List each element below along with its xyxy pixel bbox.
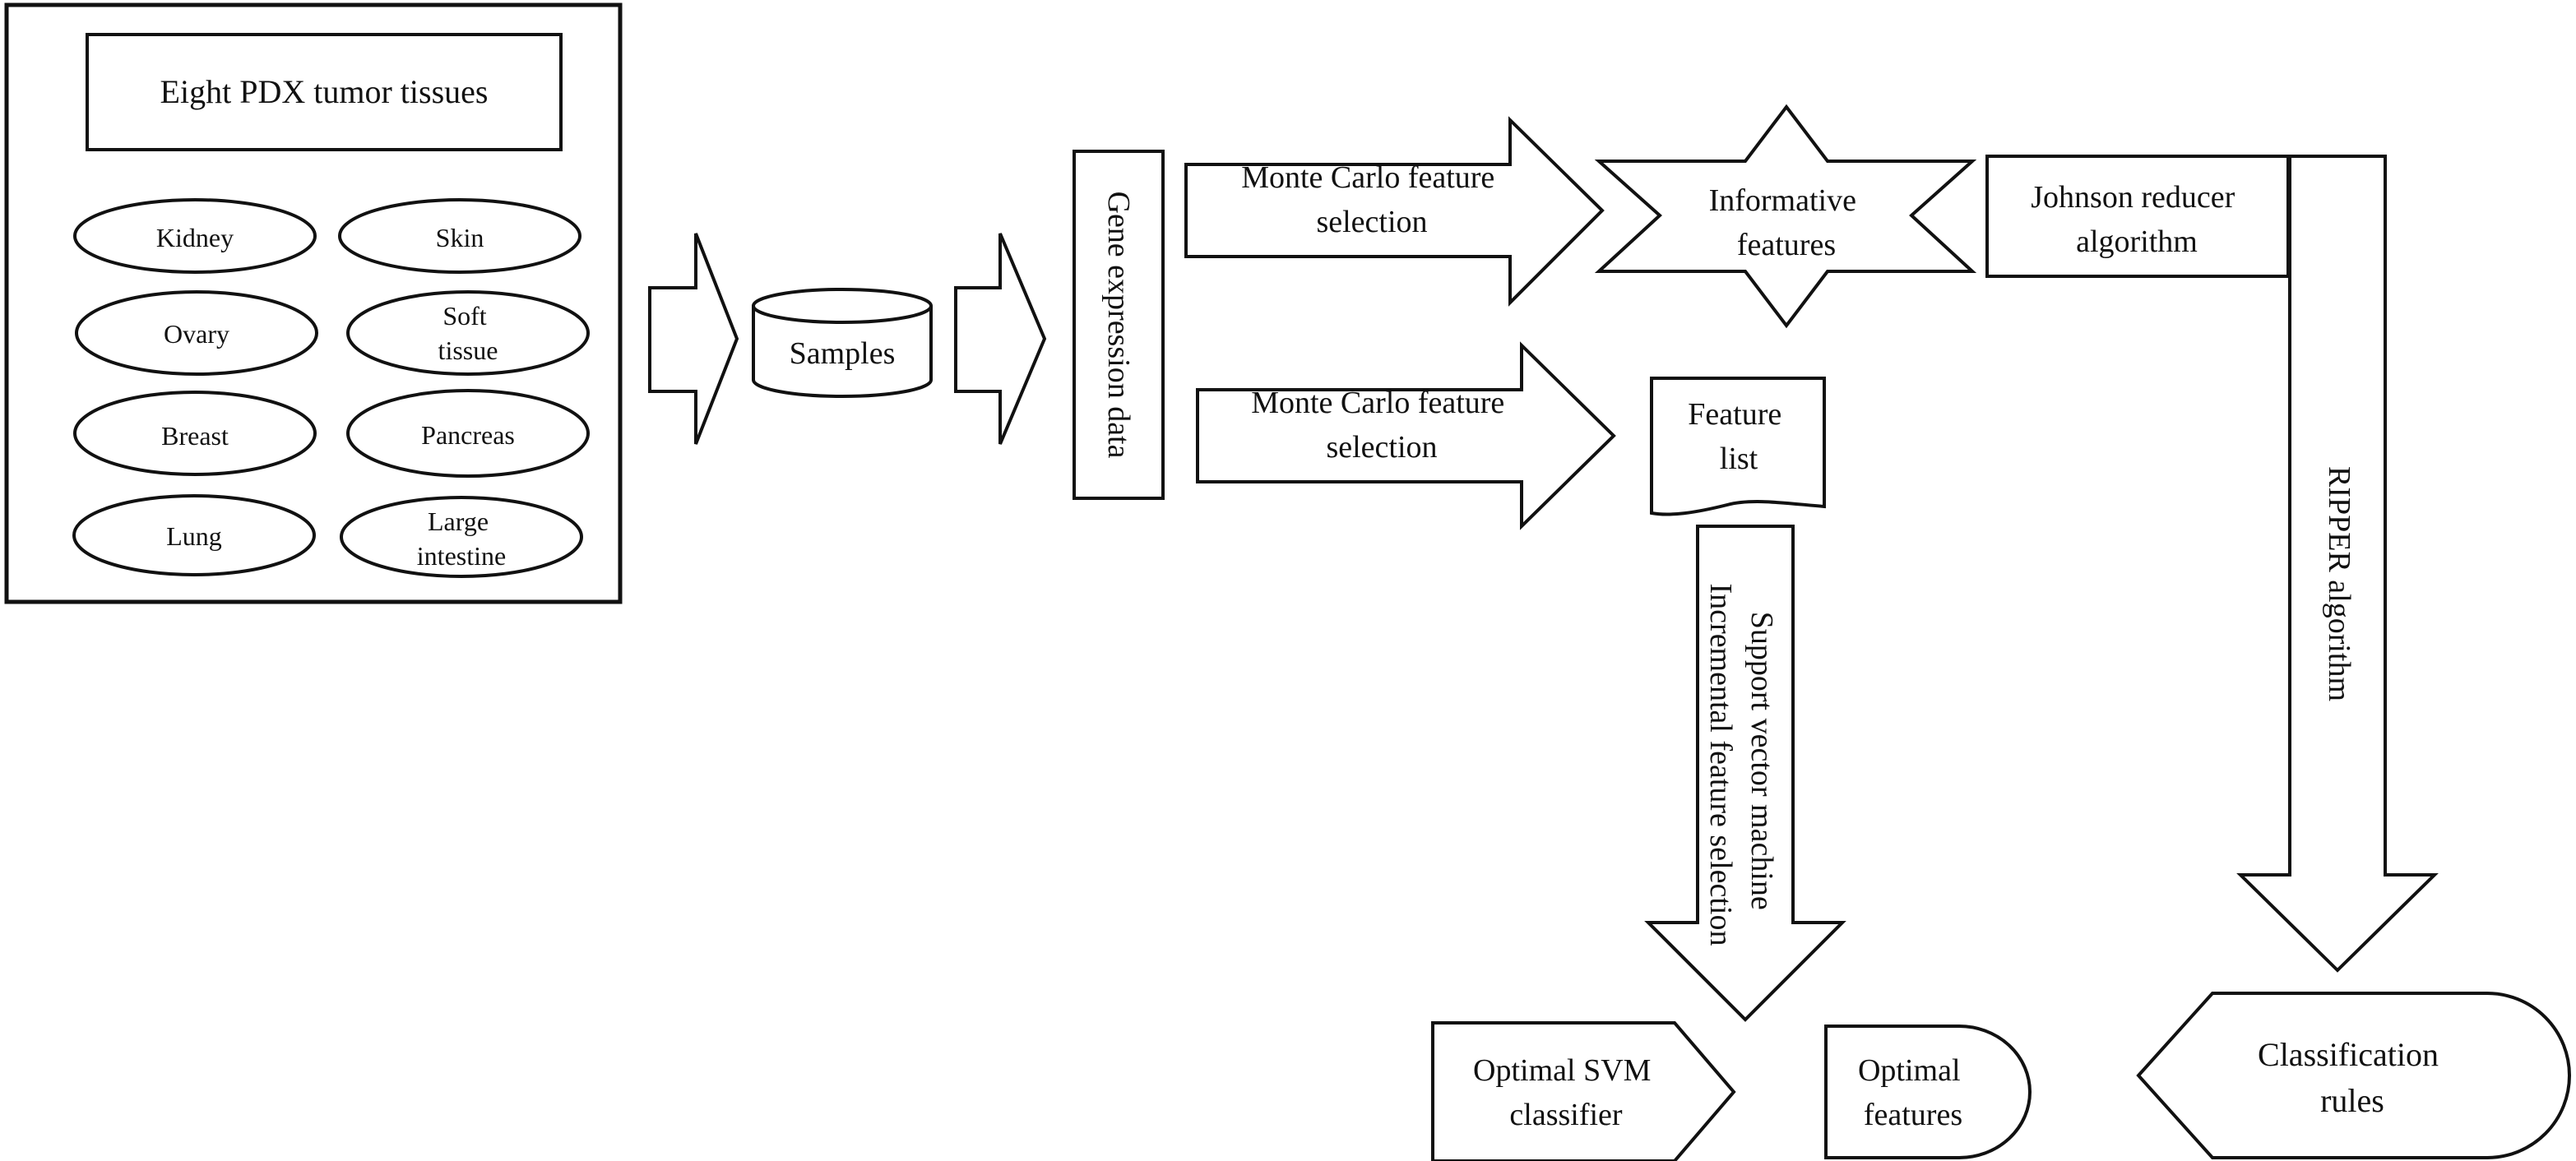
feature-list-line-1: Feature bbox=[1688, 397, 1781, 432]
feature-list-label: Feature list bbox=[1688, 397, 1789, 476]
ripper-arrow bbox=[2236, 155, 2439, 973]
tissue-soft-tissue bbox=[346, 290, 590, 376]
tissue-breast bbox=[73, 391, 317, 476]
large-intestine-line-1: Large bbox=[428, 506, 489, 536]
classification-rules-shape bbox=[2136, 992, 2571, 1159]
optimal-features-line-2: features bbox=[1864, 1098, 1962, 1132]
classification-rules-label: Classification rules bbox=[2258, 1036, 2447, 1119]
monte-carlo-upper-arrow bbox=[1184, 116, 1605, 307]
johnson-reducer-box bbox=[1985, 155, 2290, 278]
informative-features-label: Informative features bbox=[1709, 183, 1865, 262]
johnson-reducer-line-2: algorithm bbox=[2076, 224, 2198, 259]
feature-list-document bbox=[1650, 377, 1826, 516]
ripper-label: RIPPER algorithm bbox=[2322, 466, 2356, 701]
monte-carlo-lower-line-1: Monte Carlo feature bbox=[1251, 386, 1504, 420]
tissue-lung bbox=[72, 494, 316, 576]
gene-expression-label: Gene expression data bbox=[1101, 192, 1136, 459]
svm-ifs-label: Support vector machine Incremental featu… bbox=[1703, 584, 1779, 946]
svm-ifs-line-1: Support vector machine bbox=[1744, 612, 1779, 910]
soft-tissue-line-1: Soft bbox=[442, 301, 486, 331]
tissue-lung-label: Lung bbox=[166, 521, 222, 551]
optimal-features-label: Optimal features bbox=[1858, 1053, 1968, 1132]
soft-tissue-line-2: tissue bbox=[438, 335, 498, 365]
tissue-skin bbox=[338, 198, 581, 274]
monte-carlo-lower-line-2: selection bbox=[1326, 430, 1437, 465]
panel-to-samples-arrow bbox=[648, 233, 739, 445]
monte-carlo-upper-label: Monte Carlo feature selection bbox=[1241, 160, 1503, 239]
optimal-svm-line-1: Optimal SVM bbox=[1473, 1053, 1651, 1088]
informative-features-line-1: Informative bbox=[1709, 183, 1856, 218]
classification-rules-line-1: Classification bbox=[2258, 1036, 2439, 1073]
monte-carlo-upper-line-2: selection bbox=[1316, 205, 1427, 239]
tissue-kidney bbox=[73, 198, 317, 274]
tissue-skin-label: Skin bbox=[436, 223, 484, 252]
tissue-breast-label: Breast bbox=[161, 421, 229, 451]
feature-list-line-2: list bbox=[1720, 442, 1758, 476]
samples-cylinder bbox=[752, 288, 933, 398]
optimal-features-line-1: Optimal bbox=[1858, 1053, 1961, 1088]
optimal-svm-label: Optimal SVM classifier bbox=[1473, 1053, 1659, 1132]
monte-carlo-lower-label: Monte Carlo feature selection bbox=[1251, 386, 1513, 465]
tissue-soft-tissue-label: Soft tissue bbox=[438, 301, 498, 365]
optimal-features-shape bbox=[1824, 1025, 2032, 1159]
monte-carlo-lower-arrow bbox=[1196, 341, 1616, 530]
gene-expression-box bbox=[1073, 150, 1165, 500]
johnson-reducer-label: Johnson reducer algorithm bbox=[2031, 180, 2242, 259]
classification-rules-line-2: rules bbox=[2320, 1082, 2384, 1119]
tissue-pancreas-label: Pancreas bbox=[421, 420, 515, 450]
svm-ifs-arrow bbox=[1644, 525, 1846, 1022]
monte-carlo-upper-line-1: Monte Carlo feature bbox=[1241, 160, 1494, 195]
tissue-large-intestine bbox=[340, 496, 583, 578]
samples-label: Samples bbox=[790, 336, 896, 371]
panel-title-box bbox=[86, 33, 563, 151]
tissue-kidney-label: Kidney bbox=[156, 223, 234, 252]
panel-title: Eight PDX tumor tissues bbox=[160, 73, 489, 110]
tissue-pancreas bbox=[346, 389, 590, 478]
johnson-reducer-line-1: Johnson reducer bbox=[2031, 180, 2235, 215]
optimal-svm-shape bbox=[1431, 1021, 1736, 1161]
tissue-ovary-label: Ovary bbox=[164, 319, 229, 349]
tissue-large-intestine-label: Large intestine bbox=[417, 506, 506, 571]
optimal-svm-line-2: classifier bbox=[1509, 1098, 1623, 1132]
svm-ifs-line-2: Incremental feature selection bbox=[1703, 584, 1738, 946]
informative-features-star bbox=[1594, 104, 1977, 329]
samples-to-gene-arrow bbox=[954, 233, 1047, 445]
informative-features-line-2: features bbox=[1737, 228, 1836, 262]
tissue-ovary bbox=[75, 290, 318, 376]
large-intestine-line-2: intestine bbox=[417, 541, 506, 571]
